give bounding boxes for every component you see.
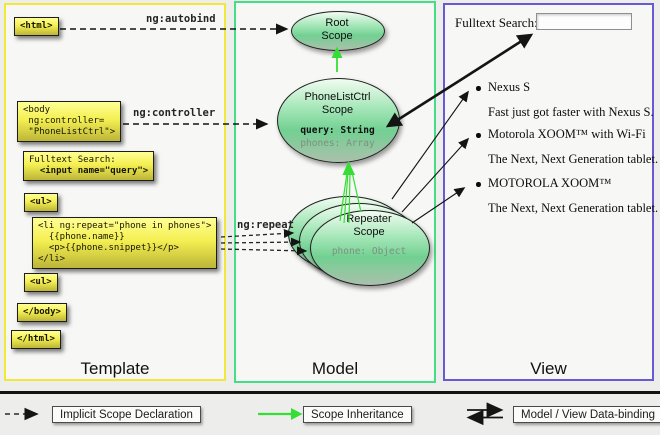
legend-implicit-scope: Implicit Scope Declaration (52, 406, 201, 423)
model-panel-label: Model (311, 359, 359, 378)
html-open-tag: <html> (14, 17, 59, 36)
body-open-tag: <body ng:controller= "PhoneListCtrl"> (17, 101, 122, 142)
legend-data-binding: Model / View Data-binding (513, 406, 660, 423)
html-close-tag: </html> (11, 330, 61, 349)
view-item-title: Nexus S (488, 80, 531, 94)
ng-controller-label: ng:controller (133, 107, 216, 119)
view-panel (443, 3, 654, 381)
bullet-icon (476, 182, 481, 187)
view-panel-label: View (530, 359, 567, 378)
root-scope-ellipse (291, 11, 385, 51)
ul-close-tag: <ul> (24, 273, 58, 292)
fulltext-search-label: Fulltext Search: (455, 15, 538, 30)
template-panel-label: Template (80, 359, 150, 378)
search-input[interactable] (536, 13, 632, 30)
body-close-tag: </body> (17, 303, 67, 322)
phonelistctrl-scope-ellipse (277, 78, 400, 163)
view-item-title: Motorola XOOM™ with Wi-Fi (488, 127, 646, 141)
repeater-scope-ellipse-front (310, 210, 430, 286)
li-repeat-tag: <li ng:repeat="phone in phones"> {{phone… (32, 217, 218, 269)
legend-scope-inheritance: Scope Inheritance (303, 406, 412, 423)
template-panel (4, 3, 226, 381)
ng-autobind-label: ng:autobind (146, 13, 216, 25)
fulltext-search-tag: Fulltext Search: <input name="query"> (23, 151, 155, 181)
ng-repeat-label: ng:repeat (237, 219, 294, 231)
legend-divider (0, 391, 660, 395)
legend-green-arrowhead-icon (291, 408, 303, 420)
view-item-title: MOTOROLA XOOM™ (488, 176, 612, 190)
view-item-desc: The Next, Next Generation tablet. (488, 152, 659, 166)
view-item-desc: The Next, Next Generation tablet. (488, 201, 659, 215)
repeater-scope-props: phone: Object (331, 246, 407, 257)
ul-open-tag: <ul> (24, 193, 58, 212)
view-item-desc: Fast just got faster with Nexus S. (488, 105, 654, 119)
model-panel (234, 1, 436, 383)
bullet-icon (476, 86, 481, 91)
bullet-icon (476, 133, 481, 138)
